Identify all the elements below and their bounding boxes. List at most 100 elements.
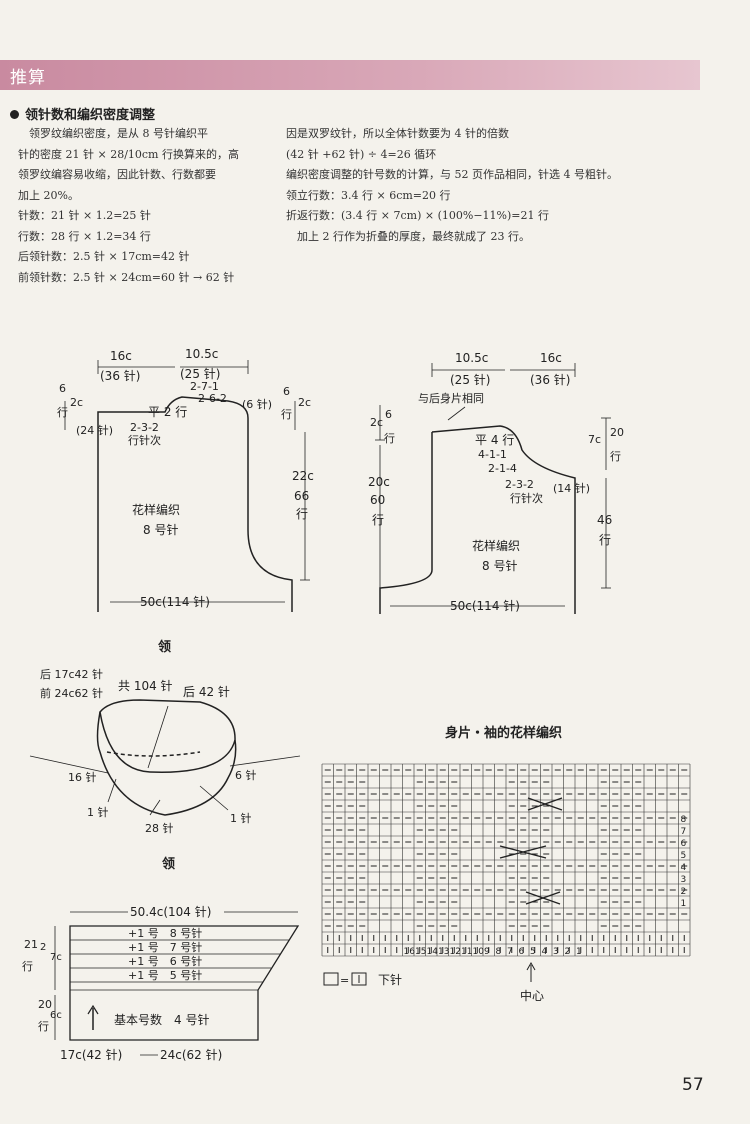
column-number: 13 [438,947,449,957]
row-number: 6 [681,839,687,849]
back-left-6: 6 [59,382,66,395]
back-width-mid-st: (25 针) [180,366,220,381]
collar-chart-lhang: 行 [22,960,33,973]
back-left-hang: 行 [57,406,68,419]
front-pattern: 花样编织 [472,538,520,553]
front-l-hang2: 行 [372,513,384,527]
back-side-22c: 22c [292,469,314,483]
column-number: 14 [427,947,439,957]
text-line: 针数：21 针 × 1.2=25 针 [18,209,151,222]
front-r-46: 46 [597,513,612,527]
front-r-20: 20 [610,426,624,439]
collar-total: 共 104 针 [118,678,173,693]
column-number: 10 [473,947,485,957]
row-number: 5 [681,851,687,861]
back-left-2c: 2c [70,396,83,409]
back-dimension-lines [64,360,310,603]
text-line: 折返行数：(3.4 行 × 7cm) × (100%−11%)=21 行 [286,209,549,222]
column-number: 4 [542,947,548,957]
front-l-2c: 2c [370,416,383,429]
text-line: 后领针数：2.5 针 × 17cm=42 针 [18,250,190,263]
collar-front-st: 前 24c62 针 [40,686,103,700]
row-number: 8 [681,815,687,825]
section-heading: 领针数和编织密度调整 [10,104,155,123]
back-right-hang: 行 [281,408,292,421]
text-line: 领立行数：3.4 行 × 6cm=20 行 [286,188,451,202]
front-dec-3: 2-3-2 [505,478,534,491]
row-number: 1 [681,899,687,909]
front-dec-1: 4-1-1 [478,448,507,461]
back-pattern: 花样编织 [132,502,180,517]
back-left-24: (24 针) [76,423,113,437]
collar-back42: 后 42 针 [183,684,230,699]
back-needle: 8 号针 [143,522,178,537]
back-body-diagram [97,396,293,612]
back-dec2: 2-3-2 [130,421,159,434]
collar-r6: 6 针 [235,768,257,782]
back-dec-1: 2-7-1 [190,380,219,393]
collar-back-st: 后 17c42 针 [40,667,103,681]
front-width-mid-st: (25 针) [450,372,490,387]
collar-chart-top: 50.4c(104 针) [130,904,211,919]
text-line: 加上 20%。 [18,188,79,202]
row-number: 7 [681,827,687,837]
center-marker: 中心 [520,961,544,1003]
column-number: 1 [576,947,582,957]
text-line: 加上 2 行作为折叠的厚度，最终就成了 23 行。 [286,229,530,243]
column-number: 16 [404,947,416,957]
front-same: 与后身片相同 [418,391,484,405]
text-line: 行数：28 行 × 1.2=34 行 [18,229,151,243]
right-text-column: 因是双罗纹针，所以全体针数要为 4 针的倍数 (42 针 +62 针) ÷ 4=… [286,124,726,247]
front-dec-st: (14 针) [553,481,590,495]
front-width-right: 16c [540,351,562,365]
row-number: 4 [681,863,687,873]
front-r-hang: 行 [610,450,621,463]
column-number: 5 [530,947,536,957]
text-line: (42 针 +62 针) ÷ 4=26 循环 [286,147,437,161]
collar-chart-dims [54,911,298,1056]
back-dec-st: (6 针) [242,397,272,411]
back-width-left-st: (36 针) [100,368,140,383]
back-side-66: 66 [294,489,309,503]
collar-label-2: 领 [162,856,175,872]
svg-text:=: = [340,974,349,987]
bullet-icon [10,110,19,119]
front-l-6: 6 [385,408,392,421]
collar-chart-row-1: +1 号 8 号针 [128,926,202,940]
front-flat: 平 4 行 [475,433,514,447]
row-number: 3 [681,875,687,885]
front-bottom: 50c(114 针) [450,598,520,613]
back-bottom: 50c(114 针) [140,594,210,609]
front-width-right-st: (36 针) [530,372,570,387]
back-width-left: 16c [110,349,132,363]
column-number: 11 [461,947,472,957]
collar-sketch [29,699,301,816]
column-number: 2 [565,947,571,957]
back-right-6: 6 [283,385,290,398]
front-l-60: 60 [370,493,385,507]
banner-title: 推算 [10,68,46,88]
front-l-20c: 20c [368,475,390,489]
collar-chart-bottom-l: 17c(42 针) [60,1047,122,1062]
text-line: 前领针数：2.5 针 × 24cm=60 针 → 62 针 [18,270,235,284]
text-line: 领罗纹编织密度，是从 8 号针编织平 [18,127,208,140]
collar-chart-row-4: +1 号 5 号针 [128,968,202,982]
back-flat: 平 2 行 [148,405,187,419]
back-dec-2: 2-6-2 [198,392,227,405]
collar-l16: 16 针 [68,770,97,784]
section-banner: 推算 [0,60,700,90]
column-number: 8 [496,947,502,957]
column-number: 7 [507,947,513,957]
section-title: 领针数和编织密度调整 [25,108,156,123]
collar-chart-base: 基本号数 4 号针 [114,1012,209,1027]
cable-crossings [499,797,563,905]
text-line: 因是双罗纹针，所以全体针数要为 4 针的倍数 [286,127,509,140]
text-line: 针的密度 21 针 × 28/10cm 行换算来的，高 [18,147,239,161]
collar-chart-l6c: 6c [50,1010,62,1021]
back-side-hang: 行 [296,507,308,521]
front-width-mid: 10.5c [455,351,488,365]
collar-chart-l2: 2 [40,942,46,953]
legend-label: 下针 [378,972,402,987]
